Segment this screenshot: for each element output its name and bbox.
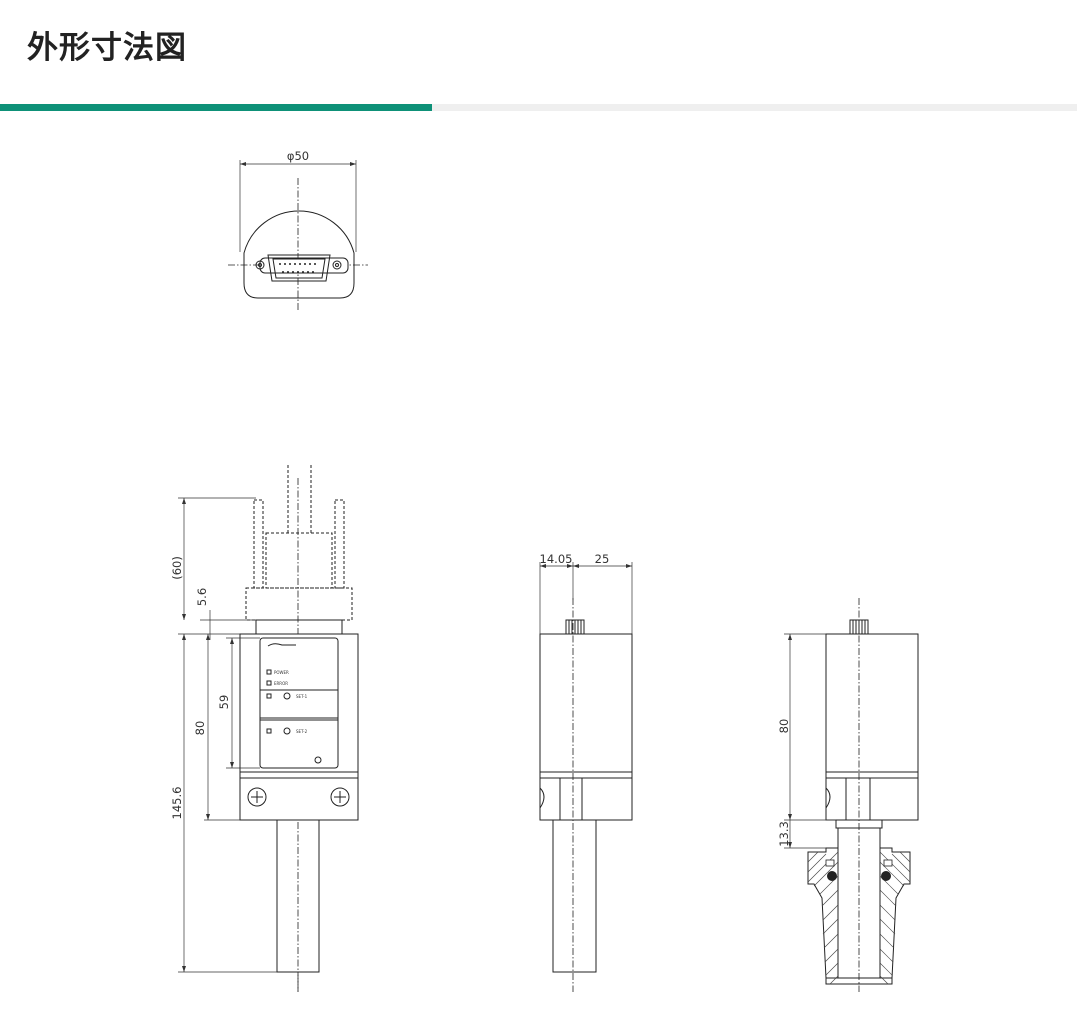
title-divider-accent xyxy=(0,104,432,111)
section-view: 80 13.3 xyxy=(777,598,919,992)
set2-label: SET-2 xyxy=(296,729,308,734)
top-view: φ50 xyxy=(228,149,368,312)
dim-cable: (60) xyxy=(170,556,184,580)
dim-section-gap: 13.3 xyxy=(777,821,791,847)
set1-label: SET-1 xyxy=(296,694,308,699)
diameter-label: φ50 xyxy=(287,149,309,163)
error-label: ERROR xyxy=(274,681,288,686)
mounting-screw-left xyxy=(247,787,267,807)
dim-side-right: 25 xyxy=(595,552,610,566)
connector-pins xyxy=(279,263,316,273)
dim-connector: 5.6 xyxy=(195,588,209,606)
dim-total: 145.6 xyxy=(170,787,184,820)
dim-side-left: 14.05 xyxy=(540,552,573,566)
dim-section-body: 80 xyxy=(777,719,791,734)
page-title: 外形寸法図 xyxy=(27,30,187,66)
title-divider xyxy=(0,104,1077,111)
dim-panel: 59 xyxy=(217,695,231,710)
side-view: 14.05 25 xyxy=(539,552,633,992)
mounting-screw-right xyxy=(330,787,350,807)
power-label: POWER xyxy=(274,670,289,675)
front-view: POWER ERROR SET-1 SET-2 xyxy=(170,465,359,992)
dim-body: 80 xyxy=(193,721,207,736)
